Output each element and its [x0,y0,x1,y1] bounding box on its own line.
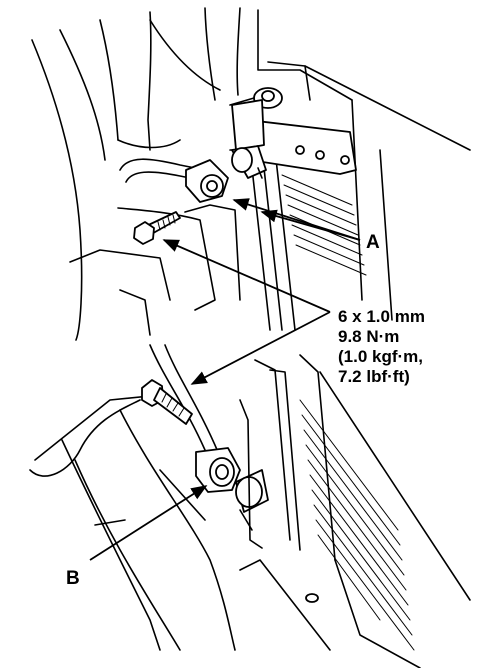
leader-spec-bottom [190,311,331,385]
torque-spec-lbfft: 7.2 lbf·ft) [338,367,410,386]
bottom-view [29,344,471,668]
leader-b [89,485,208,561]
torque-spec: 6 x 1.0 mm 9.8 N·m (1.0 kgf·m, 7.2 lbf·f… [338,307,425,386]
top-view [31,7,471,341]
leader-spec-top [162,239,331,313]
torque-spec-size: 6 x 1.0 mm [338,307,425,326]
torque-spec-nm: 9.8 N·m [338,327,399,346]
leader-a-2 [232,198,361,241]
leader-lines [89,198,361,561]
callout-a: A [366,232,380,253]
torque-spec-kgfm: (1.0 kgf·m, [338,347,423,366]
callout-b: B [66,568,80,589]
